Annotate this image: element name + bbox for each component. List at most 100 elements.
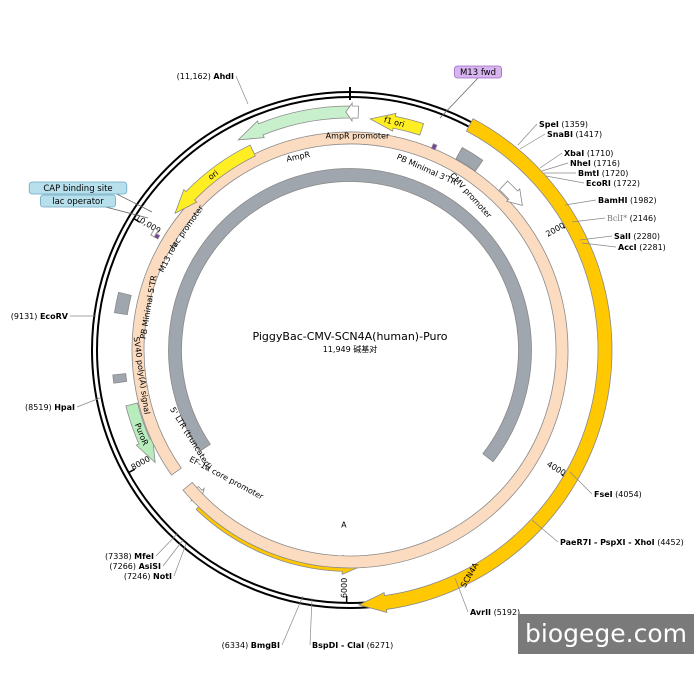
site-position: (6271) [364,641,393,650]
site-label: BamHI (1982) [598,196,657,205]
site-position: (8519) [25,403,54,412]
site-enzyme: XbaI [564,149,584,158]
site-leader [76,397,101,408]
site-enzyme: AsiSI [139,562,161,571]
site-enzyme: SalI [614,232,631,241]
site-enzyme: HpaI [54,403,75,412]
site-leader [309,597,313,646]
tick-label: 10,000 [134,213,163,235]
site-enzyme: BmgBI [251,641,280,650]
site-enzyme: NotI [153,572,172,581]
plasmid-name: PiggyBac-CMV-SCN4A(human)-Puro [252,330,447,343]
site-label: SpeI (1359) [539,120,588,129]
site-position: (4054) [613,490,642,499]
site-mfei: (7338) MfeI [105,532,179,561]
site-nhei: NheI (1716) [541,159,620,172]
plasmid-size: 11,949 碱基对 [323,344,378,354]
site-enzyme: AvrII [470,608,491,617]
site-label: NheI (1716) [570,159,620,168]
watermark-label: biogege.com [518,614,694,654]
site-label: SnaBI (1417) [547,130,602,139]
site-enzyme: AccI [618,243,637,252]
tick-label: 6000 [340,578,349,598]
callout-box [28,181,128,195]
site-leader [162,539,184,567]
tick-label: 8000 [129,454,151,472]
site-leader [235,75,249,105]
site-label: (6334) BmgBI [222,641,280,650]
site-enzyme: SnaBI [547,130,573,139]
site-position: (4452) [655,538,684,547]
feature-arcs [112,101,613,613]
feature-cmv-promoter [498,180,523,206]
site-bamhi: BamHI (1982) [564,196,657,206]
restriction-sites: (11,162) AhdI SpeI (1359)SnaBI (1417) XbaI… [11,72,684,650]
site-position: (7338) [105,552,134,561]
site-position: (11,162) [177,72,214,81]
site-leader [545,175,585,184]
site-enzyme: BamHI [598,196,628,205]
feature-5-ltr-truncated [131,131,569,569]
site-position: (1710) [584,149,613,158]
site-paer7i-pspxi-xhoi: PaeR7I - PspXI - XhoI (4452) [531,519,684,547]
site-leader [579,235,613,241]
site-ahdi: (11,162) AhdI [177,72,249,105]
site-enzyme: NheI [570,159,591,168]
site-label: BclI* (2146) [607,214,656,223]
site-acci: AccI (2281) [581,242,666,252]
site-position: (6334) [222,641,251,650]
site-leader [539,152,563,169]
site-label: XbaI (1710) [564,149,613,158]
site-snabi: SnaBI (1417) [519,130,602,150]
site-hpai: (8519) HpaI [25,397,101,412]
site-label: BspDI - ClaI (6271) [312,641,393,650]
site-leader [173,543,187,577]
site-bspdi-clai: BspDI - ClaI (6271) [309,597,393,650]
site-label: (7338) MfeI [105,552,154,561]
site-label: FseI (4054) [594,490,642,499]
site-noti: (7246) NotI [124,543,187,581]
callout-m13-fwd: M13 fwd [460,68,496,78]
site-fsei: FseI (4054) [569,471,642,499]
site-position: (2281) [637,243,666,252]
feature-sv40-poly-a-signal [112,373,128,384]
site-bmgbi: (6334) BmgBI [222,595,304,650]
site-xbai: XbaI (1710) [539,149,613,169]
site-bmti: BmtI (1720) [544,169,628,178]
site-leader [155,532,179,557]
site-leader [564,199,597,206]
site-enzyme: BspDI - ClaI [312,641,364,650]
site-position: (9131) [11,312,40,321]
feature-m13-fwd [430,143,438,151]
site-enzyme: SpeI [539,120,559,129]
plasmid-center-title: PiggyBac-CMV-SCN4A(human)-Puro 11,949 碱基… [252,330,447,354]
site-enzyme: BmtI [578,169,599,178]
site-label: AccI (2281) [618,243,666,252]
site-label: BmtI (1720) [578,169,628,178]
feature-a [168,168,532,463]
tick-mark [128,468,136,474]
site-position: (7246) [124,572,153,581]
callout-leader [105,206,149,219]
feature-ori [174,144,256,215]
site-leader [541,162,569,172]
feature-pb-minimal-3-tr [455,146,484,172]
site-leader [581,242,617,248]
site-enzyme: AhdI [213,72,234,81]
feature-ampr-promoter [345,101,359,123]
site-spei: SpeI (1359) [517,120,588,146]
feature-label-a: A [341,520,347,529]
site-asisi: (7266) AsiSI [109,539,184,571]
site-position: (2280) [631,232,660,241]
site-leader [569,471,593,495]
site-position: (1720) [599,169,628,178]
feature-ampr [237,105,351,141]
site-label: (9131) EcoRV [11,312,69,321]
site-leader [519,133,546,150]
site-enzyme: EcoRI [586,179,611,188]
site-position: (2146) [627,214,656,223]
callout-box [40,194,116,208]
callout-cap-binding-site: CAP binding site [43,184,112,194]
site-sali: SalI (2280) [579,232,660,241]
